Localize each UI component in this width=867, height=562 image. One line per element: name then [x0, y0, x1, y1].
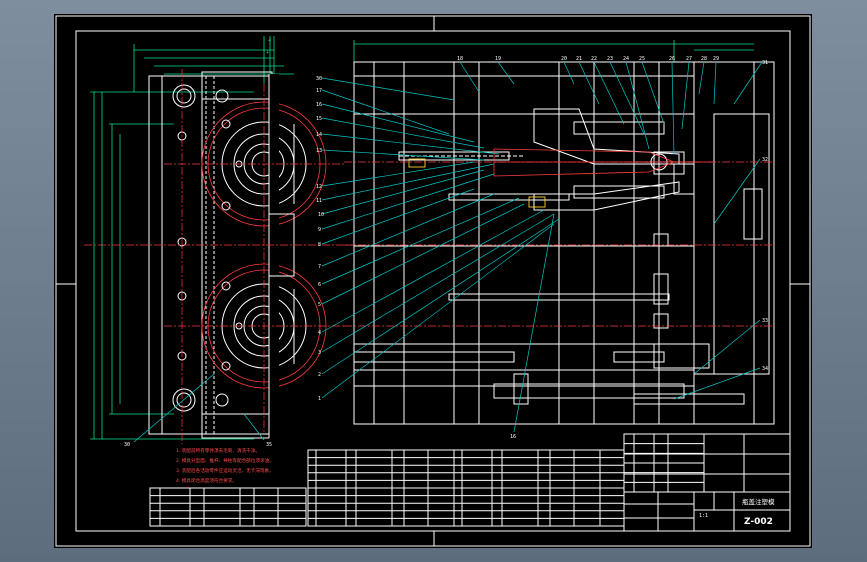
svg-text:26: 26 [669, 56, 675, 62]
svg-text:28: 28 [701, 56, 707, 62]
svg-text:30: 30 [316, 76, 322, 82]
svg-text:+: + [266, 50, 269, 56]
title-block: 瓶盖注塑模 Z-002 1:1 [623, 433, 791, 532]
svg-text:9: 9 [318, 227, 321, 233]
drawing-scale: 1:1 [699, 513, 708, 519]
svg-text:27: 27 [686, 56, 692, 62]
balloons-top: 18 19 20 21 22 23 24 25 26 27 28 29 [457, 56, 719, 62]
svg-text:20: 20 [561, 56, 567, 62]
svg-text:8: 8 [318, 242, 321, 248]
svg-text:1. 装配前所有零件须去毛刺、清洗干净。: 1. 装配前所有零件须去毛刺、清洗干净。 [176, 447, 260, 454]
svg-text:24: 24 [623, 56, 629, 62]
svg-text:+: + [268, 38, 271, 44]
leaders-left [321, 77, 560, 399]
drawing-number: Z-002 [744, 517, 773, 527]
svg-text:11: 11 [316, 198, 322, 204]
svg-text:3: 3 [318, 350, 321, 356]
balloons-right: 31 32 33 34 [762, 60, 768, 372]
svg-text:32: 32 [762, 157, 768, 163]
svg-text:4. 模具闭合高度须符合要求。: 4. 模具闭合高度须符合要求。 [176, 477, 237, 484]
svg-text:29: 29 [713, 56, 719, 62]
svg-text:3. 装配后各活动零件应运动灵活，无卡滞现象。: 3. 装配后各活动零件应运动灵活，无卡滞现象。 [176, 467, 274, 474]
cad-viewport[interactable]: + + [54, 14, 812, 548]
technical-requirements: 1. 装配前所有零件须去毛刺、清洗干净。 2. 模具分型面、推杆、导柱等配合部位… [176, 447, 274, 484]
svg-text:23: 23 [607, 56, 613, 62]
svg-text:6: 6 [318, 282, 321, 288]
inner-frame [75, 30, 791, 532]
svg-text:12: 12 [316, 184, 322, 190]
assembly-drawing: + + [55, 15, 811, 547]
leaders-right [673, 61, 763, 400]
svg-text:21: 21 [576, 56, 582, 62]
svg-text:13: 13 [316, 148, 322, 154]
parts-list-lower-left [149, 487, 307, 527]
balloon-30: 30 [124, 442, 130, 448]
svg-text:14: 14 [316, 132, 322, 138]
svg-text:1: 1 [318, 396, 321, 402]
drawing-name: 瓶盖注塑模 [742, 497, 775, 506]
svg-text:18: 18 [457, 56, 463, 62]
svg-text:22: 22 [591, 56, 597, 62]
parts-list-center [307, 449, 625, 527]
table-frame [149, 487, 307, 527]
section-view: 18 19 20 21 22 23 24 25 26 27 28 29 30 1… [316, 40, 775, 440]
svg-text:10: 10 [318, 212, 324, 218]
svg-text:25: 25 [639, 56, 645, 62]
balloons-left: 30 17 16 15 14 13 12 11 10 9 8 7 6 5 4 3… [316, 76, 324, 402]
svg-text:33: 33 [762, 318, 768, 324]
svg-text:7: 7 [318, 264, 321, 270]
svg-text:19: 19 [495, 56, 501, 62]
svg-text:2: 2 [318, 372, 321, 378]
outer-frame [55, 15, 811, 547]
svg-text:15: 15 [316, 116, 322, 122]
svg-text:4: 4 [318, 330, 321, 336]
balloon-35: 35 [266, 442, 272, 448]
svg-text:2. 模具分型面、推杆、导柱等配合部位须涂油。: 2. 模具分型面、推杆、导柱等配合部位须涂油。 [176, 457, 274, 464]
svg-text:34: 34 [762, 366, 768, 372]
svg-text:5: 5 [318, 302, 321, 308]
svg-text:17: 17 [316, 88, 322, 94]
svg-text:31: 31 [762, 60, 768, 66]
svg-text:16: 16 [316, 102, 322, 108]
balloon-bottom: 16 [510, 434, 516, 440]
leaders-top [459, 61, 717, 155]
left-view: + + [84, 36, 354, 448]
parts-list-right [623, 433, 705, 493]
